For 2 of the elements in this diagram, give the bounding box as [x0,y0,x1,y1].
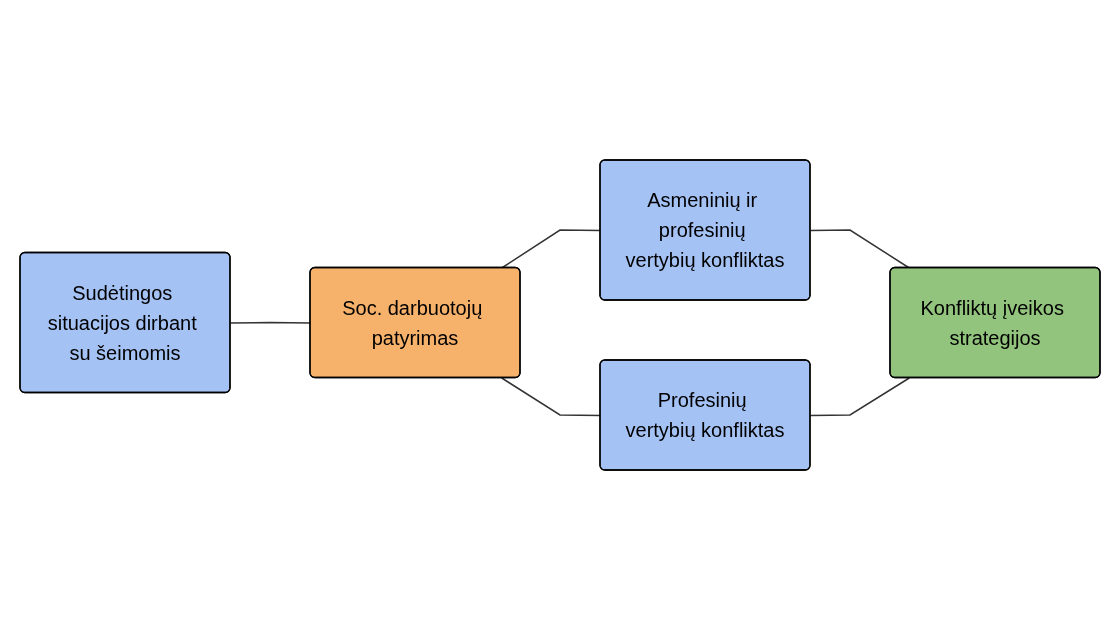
connector [809,377,910,417]
connector [809,229,910,269]
